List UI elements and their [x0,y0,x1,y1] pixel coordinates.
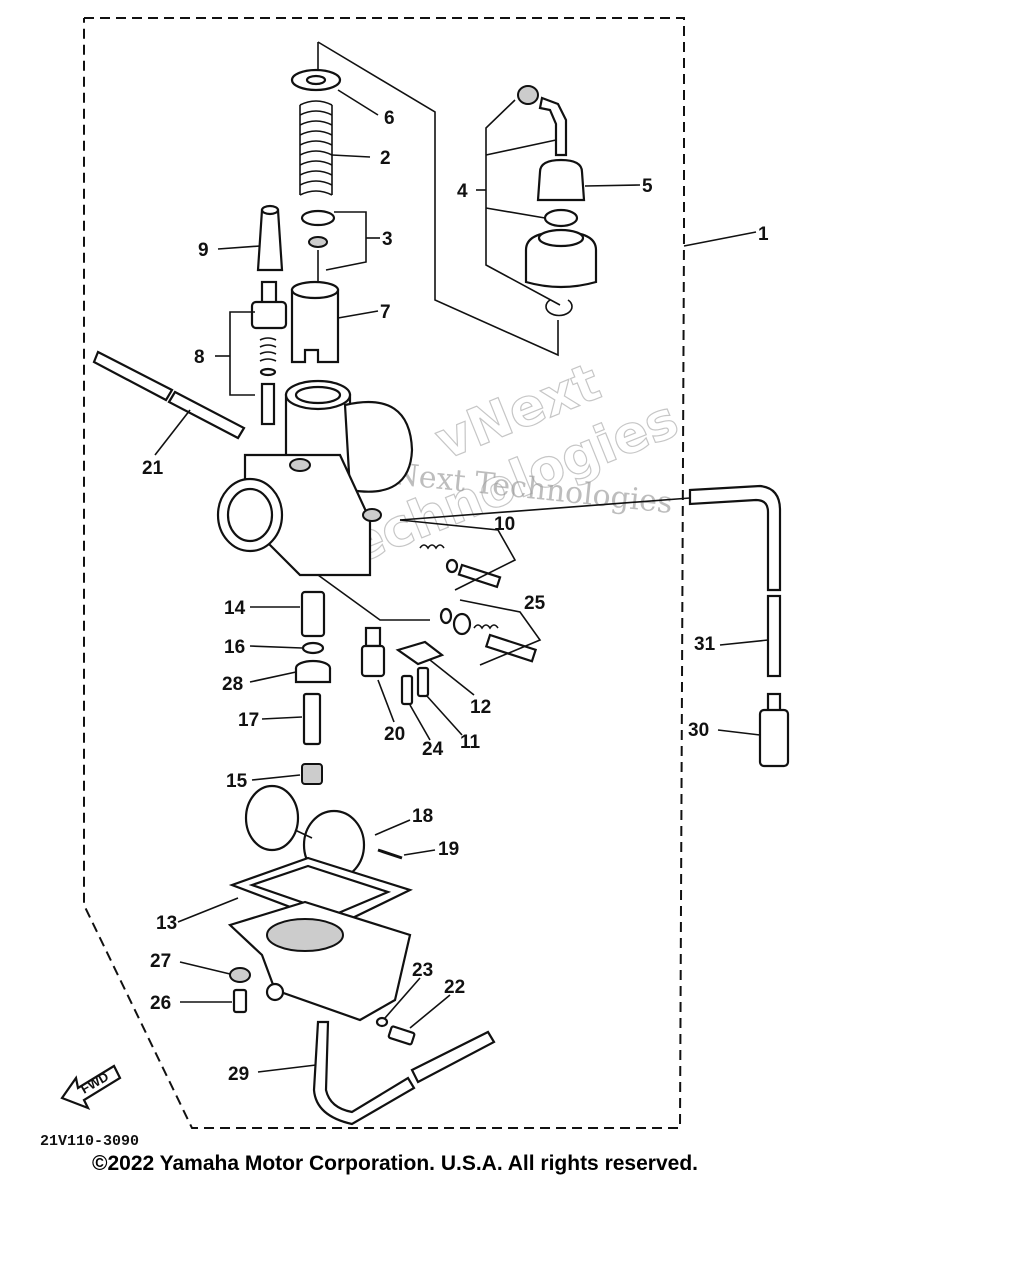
pin-19 [377,848,403,860]
clip [545,299,573,317]
o-ring-16 [301,641,325,655]
callout-26: 26 [150,993,171,1014]
callout-20: 20 [384,724,405,745]
callout-23: 23 [412,960,433,981]
callout-10: 10 [494,514,515,535]
link-bracket [317,574,430,621]
callout-4: 4 [457,181,468,202]
upper-bracket [317,41,559,357]
jet-20 [360,626,386,678]
callout-11: 11 [460,732,481,753]
plate-12 [395,640,445,666]
cap-9 [256,204,284,272]
spring-2 [299,100,333,196]
drain-screw-22 [387,1025,416,1046]
callout-24: 24 [422,739,444,760]
bolt-26 [232,988,248,1014]
holder-28 [294,659,332,684]
leader-lines [154,89,769,1073]
cap-5 [536,158,586,202]
figure-id: 21V110-3090 [40,1133,139,1150]
callout-16: 16 [224,637,245,658]
fitting-30 [758,692,790,768]
copyright-notice: ©2022 Yamaha Motor Corporation. U.S.A. A… [92,1152,698,1175]
callout-17: 17 [238,710,259,731]
assembly-boundary [83,17,685,1129]
callout-3: 3 [382,229,393,250]
fwd-arrow-icon: FWD [60,1064,122,1111]
callout-14: 14 [224,598,246,619]
callout-19: 19 [438,839,459,860]
callout-22: 22 [444,977,465,998]
callout-2: 2 [380,148,391,169]
hose-31 [399,484,782,678]
callout-9: 9 [198,240,209,261]
callout-8: 8 [194,347,205,368]
screw-24 [400,674,414,706]
carburetor-body [216,379,414,577]
float-bowl [227,900,412,1022]
callout-5: 5 [642,176,653,197]
mixing-chamber-top [524,228,598,289]
tube-21 [92,350,246,440]
callout-25: 25 [524,593,546,614]
needle-jet-14 [300,590,326,638]
callout-31: 31 [694,634,716,655]
throttle-stop-screw-25 [439,599,542,666]
plug-27 [229,967,251,983]
callout-30: 30 [688,720,709,741]
tube-29 [312,1020,496,1126]
cable-adjuster-4 [485,85,579,306]
pilot-screw-10 [399,519,517,591]
callout-18: 18 [412,806,433,827]
callout-1: 1 [758,224,769,245]
callout-21: 21 [142,458,164,479]
callout-27: 27 [150,951,171,972]
callout-6: 6 [384,108,395,129]
callout-12: 12 [470,697,491,718]
retainer-3 [300,209,336,285]
main-jet-15 [301,763,323,785]
screw-11 [416,666,430,698]
callout-15: 15 [226,771,248,792]
callout-29: 29 [228,1064,249,1085]
callout-13: 13 [156,913,177,934]
callout-28: 28 [222,674,243,695]
main-jet-holder-17 [302,692,322,746]
callout-labels: 1 2 3 4 5 6 7 8 9 10 11 12 13 14 15 16 1… [142,108,769,1085]
throttle-valve-7 [290,280,340,364]
washer-6 [290,68,342,92]
o-ring-23 [375,1016,389,1028]
callout-7: 7 [380,302,391,323]
adjuster-8 [229,280,288,426]
